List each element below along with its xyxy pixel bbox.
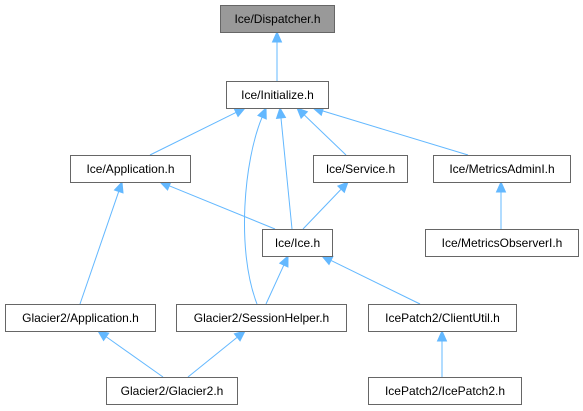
node-box[interactable] (262, 229, 333, 257)
edge-icepatch2-to-clientutil (436, 329, 448, 377)
edge-arrowhead (436, 329, 448, 342)
node-label: Glacier2/SessionHelper.h (194, 311, 329, 325)
edge-arrowhead (97, 330, 110, 342)
node-label: Glacier2/Glacier2.h (121, 384, 224, 398)
edge-clientutil-to-ice (320, 255, 421, 305)
edge-line (303, 114, 347, 156)
edge-ice-to-initialize (275, 106, 293, 230)
node-glacier2[interactable]: Glacier2/Glacier2.h (106, 377, 238, 405)
edge-arrowhead (257, 106, 267, 120)
edge-arrowhead (233, 107, 247, 118)
edge-service-to-initialize (296, 107, 347, 156)
edge-line (149, 111, 237, 156)
node-dispatcher[interactable]: Ice/Dispatcher.h (220, 5, 335, 33)
node-initialize[interactable]: Ice/Initialize.h (226, 81, 329, 109)
node-label: Ice/MetricsObserverI.h (442, 236, 563, 250)
edge-arrowhead (275, 106, 287, 119)
edge-line (280, 117, 293, 230)
node-label: Ice/Application.h (86, 162, 174, 176)
edge-line (243, 117, 263, 305)
node-box[interactable] (425, 229, 579, 257)
edge-glacier2-to-sessionhelper (187, 330, 246, 378)
edge-line (330, 259, 421, 305)
node-box[interactable] (313, 155, 408, 183)
node-service[interactable]: Ice/Service.h (313, 155, 408, 183)
edge-line (322, 110, 469, 156)
edge-arrowhead (278, 254, 289, 268)
node-box[interactable] (70, 155, 191, 183)
edge-line (187, 336, 238, 378)
node-box[interactable] (176, 304, 347, 332)
edge-arrowhead (271, 30, 283, 43)
nodes-layer: Ice/Dispatcher.hIce/Initialize.hIce/Appl… (5, 5, 579, 405)
edge-initialize-to-dispatcher (271, 30, 283, 81)
edge-arrowhead (336, 181, 349, 194)
node-label: IcePatch2/IcePatch2.h (385, 384, 505, 398)
node-label: Ice/MetricsAdminI.h (449, 162, 554, 176)
node-box[interactable] (5, 304, 156, 332)
node-clientutil[interactable]: IcePatch2/ClientUtil.h (368, 304, 517, 332)
node-box[interactable] (368, 304, 517, 332)
edge-line (79, 191, 120, 305)
edge-ice-to-service (302, 181, 349, 230)
edge-application-to-initialize (149, 107, 247, 156)
node-label: IcePatch2/ClientUtil.h (385, 311, 500, 325)
node-label: Ice/Dispatcher.h (234, 12, 320, 26)
edge-arrowhead (320, 255, 334, 266)
node-application[interactable]: Ice/Application.h (70, 155, 191, 183)
node-icepatch2[interactable]: IcePatch2/IcePatch2.h (368, 377, 522, 405)
edge-ice-to-application (158, 181, 276, 230)
node-label: Ice/Initialize.h (241, 88, 314, 102)
edge-glacier2app-to-application (79, 180, 124, 305)
node-label: Ice/Ice.h (275, 236, 320, 250)
edge-metricsadmin-to-initialize (311, 106, 469, 156)
node-box[interactable] (368, 377, 522, 405)
edge-metricsobserver-to-metricsadmin (495, 180, 507, 229)
node-metricsadmin[interactable]: Ice/MetricsAdminI.h (433, 155, 571, 183)
node-metricsobserver[interactable]: Ice/MetricsObserverI.h (425, 229, 579, 257)
edge-sessionhelper-to-ice (265, 254, 289, 305)
edge-arrowhead (495, 180, 507, 193)
node-label: Glacier2/Application.h (22, 311, 139, 325)
edge-sessionhelper-to-initialize (243, 106, 267, 305)
node-ice[interactable]: Ice/Ice.h (262, 229, 333, 257)
edge-line (169, 185, 276, 230)
node-box[interactable] (226, 81, 329, 109)
node-label: Ice/Service.h (326, 162, 395, 176)
edge-line (265, 264, 285, 305)
edge-arrowhead (296, 107, 309, 120)
node-glacier2app[interactable]: Glacier2/Application.h (5, 304, 156, 332)
edge-line (302, 188, 342, 230)
node-box[interactable] (433, 155, 571, 183)
edge-arrowhead (233, 330, 246, 342)
edge-glacier2-to-glacier2app (97, 330, 164, 378)
edge-line (105, 336, 164, 378)
edge-arrowhead (113, 180, 124, 194)
node-box[interactable] (220, 5, 335, 33)
node-box[interactable] (106, 377, 238, 405)
node-sessionhelper[interactable]: Glacier2/SessionHelper.h (176, 304, 347, 332)
